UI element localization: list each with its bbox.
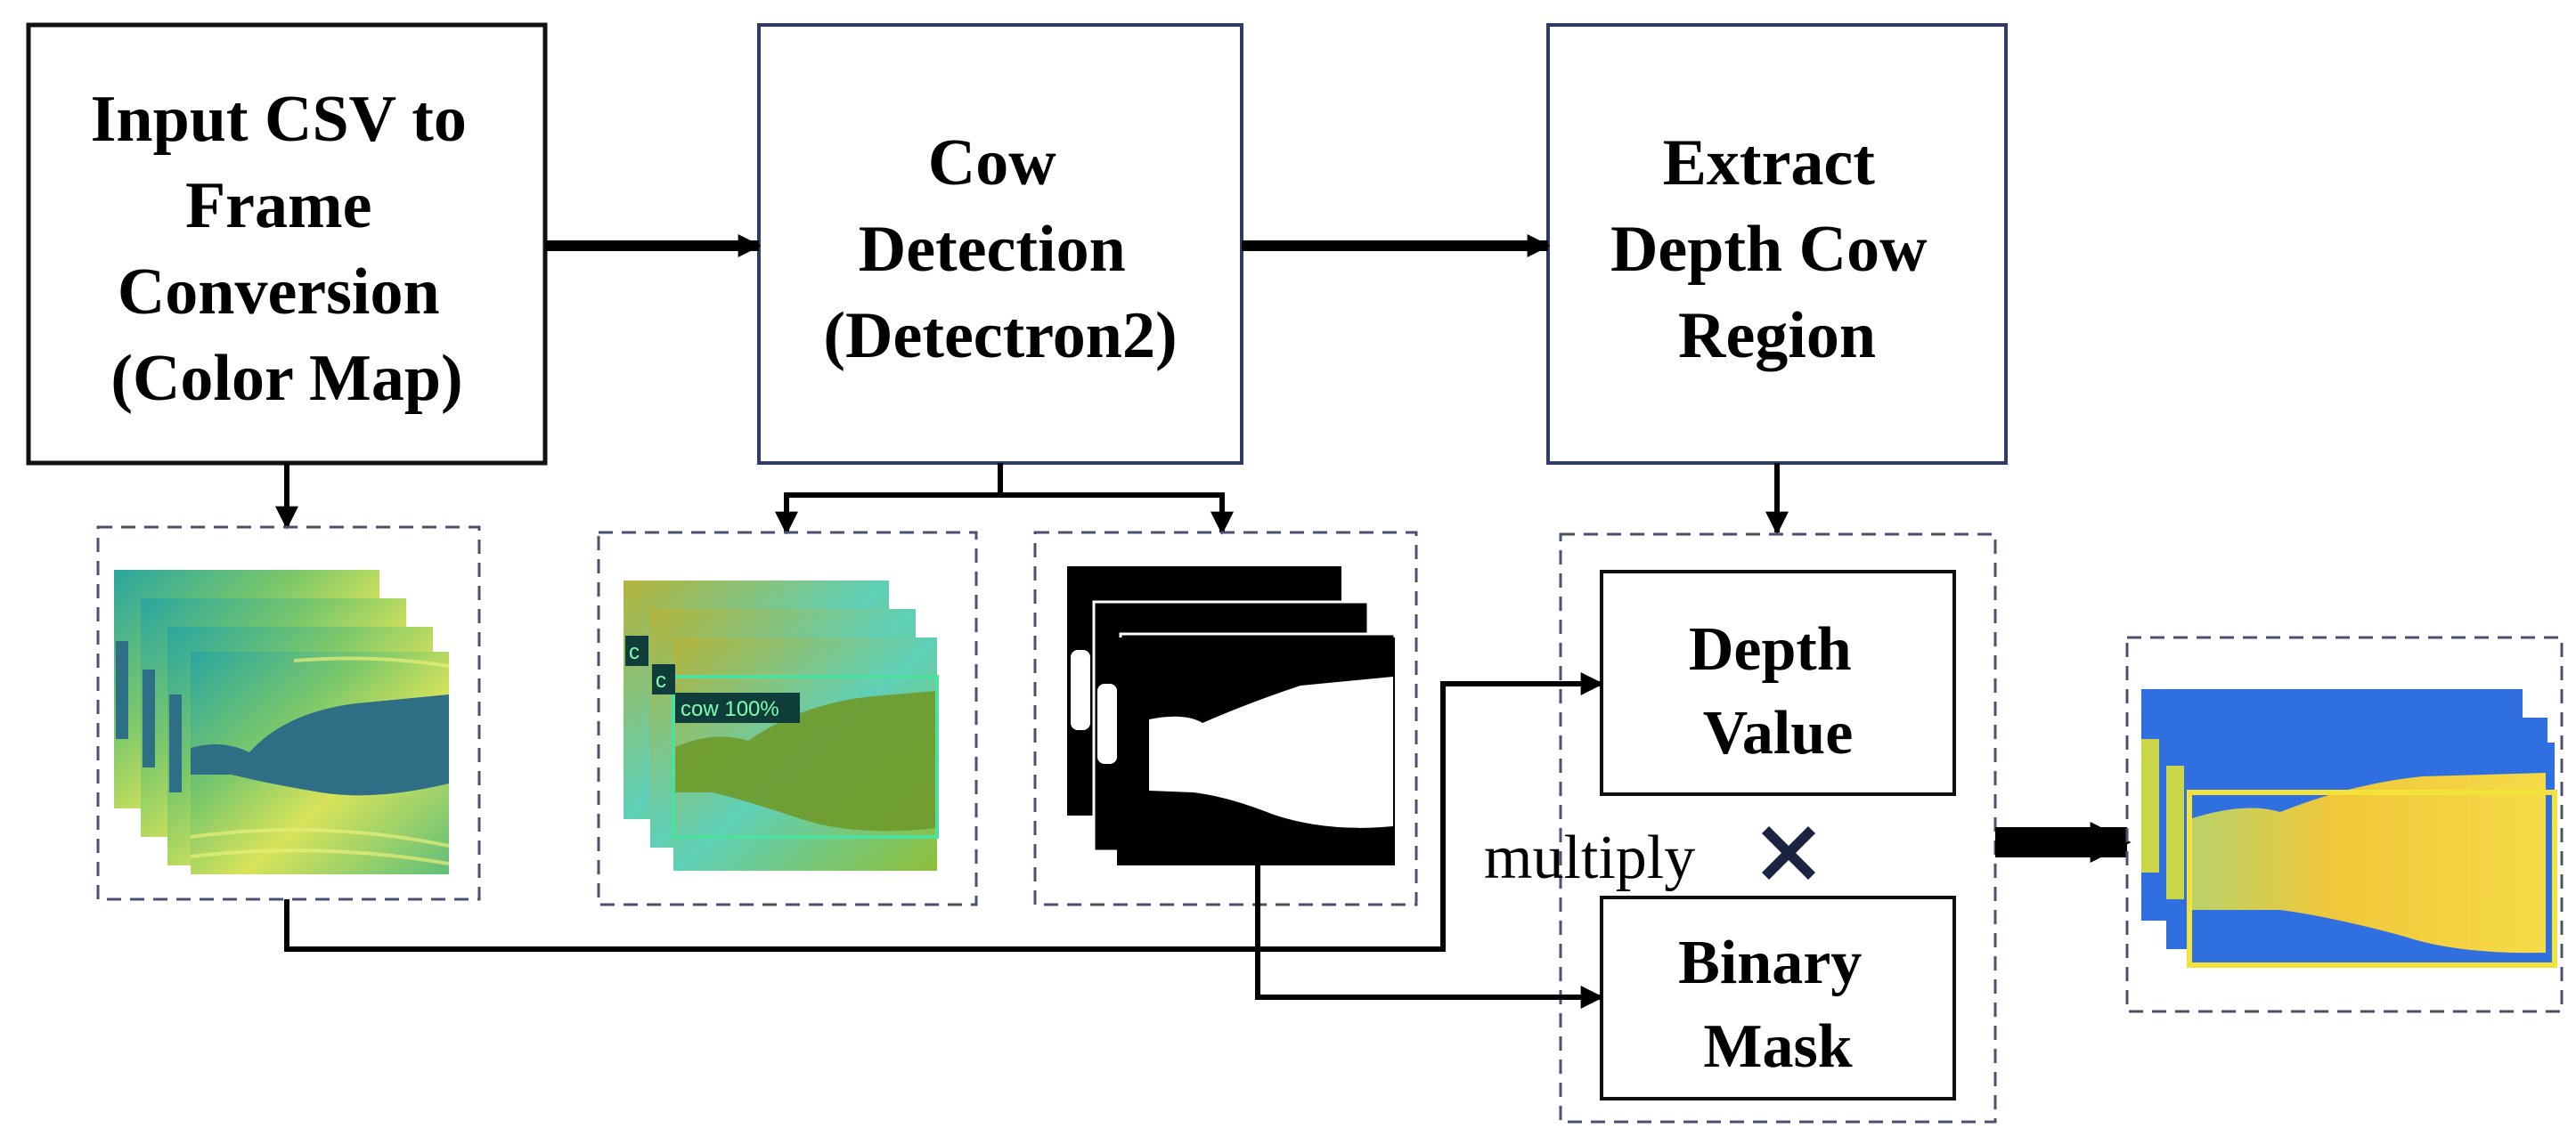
box-input-line-4: (Color Map) <box>110 342 462 415</box>
depth-mask-panel: Depth Value Binary Mask <box>1559 532 1997 1124</box>
box-cow-detection: Cow Detection (Detectron2) <box>757 23 1243 465</box>
connector-colormap-to-depth <box>284 672 1604 952</box>
box-extract-line-2: Depth Cow <box>1610 213 1928 286</box>
multiply-icon <box>1762 826 1815 880</box>
svg-text:Binary Mask: Binary Mask <box>1678 929 1878 1081</box>
box-input-csv: Input CSV to Frame Conversion (Color Map… <box>26 22 548 466</box>
svg-text:Input CSV to Frame: Input CSV to Frame Conversion (Color Map… <box>91 83 484 415</box>
detection-tag-1: c <box>625 636 648 666</box>
svg-text:Depth Value: Depth Value <box>1689 615 1867 767</box>
box-extract-line-3: Region <box>1678 299 1876 372</box>
binary-mask-line-1: Binary <box>1678 929 1862 997</box>
box-input-line-2: Frame <box>185 169 372 242</box>
depth-value-line-1: Depth <box>1689 615 1852 684</box>
svg-text:cow 100%: cow 100% <box>681 697 779 721</box>
colormap-frame-stack <box>114 570 450 874</box>
detection-cow-mask-overlay <box>673 691 937 832</box>
box-input-line-1: Input CSV to <box>91 83 467 156</box>
svg-text:Extract Depth Cow: Extract Depth Cow Region <box>1610 126 1944 372</box>
detection-tag-2: c <box>652 664 675 694</box>
arrow-detect-split <box>775 463 1234 535</box>
box-input-line-3: Conversion <box>118 256 440 329</box>
detection-frames-panel: c c cow 100% <box>597 531 978 906</box>
multiply-label: multiply <box>1484 824 1695 892</box>
result-frames-panel <box>2125 636 2564 1013</box>
box-detect-line-3: (Detectron2) <box>823 299 1177 372</box>
box-detect-line-2: Detection <box>859 213 1126 286</box>
depth-value-line-2: Value <box>1703 699 1854 767</box>
binary-mask-line-2: Mask <box>1703 1012 1852 1081</box>
box-detect-line-1: Cow <box>928 126 1056 199</box>
box-extract-depth: Extract Depth Cow Region <box>1546 23 2008 465</box>
colormap-frames-panel <box>96 525 481 901</box>
box-binary-mask: Binary Mask <box>1600 896 1956 1100</box>
result-cow-depth-region <box>2189 773 2546 954</box>
svg-text:c: c <box>656 669 666 693</box>
colormap-cow-silhouette <box>191 694 449 796</box>
connector-mask-to-binary <box>1255 865 1604 1009</box>
svg-text:Cow Detection (Det: Cow Detection (Detectron2) <box>823 126 1177 372</box>
box-extract-line-1: Extract <box>1663 126 1876 199</box>
binary-mask-panel <box>1033 531 1418 906</box>
binary-mask-cow-silhouette <box>1149 677 1393 828</box>
box-depth-value: Depth Value <box>1600 570 1956 796</box>
detection-tag-3: cow 100% <box>675 693 800 723</box>
svg-text:c: c <box>629 640 640 664</box>
